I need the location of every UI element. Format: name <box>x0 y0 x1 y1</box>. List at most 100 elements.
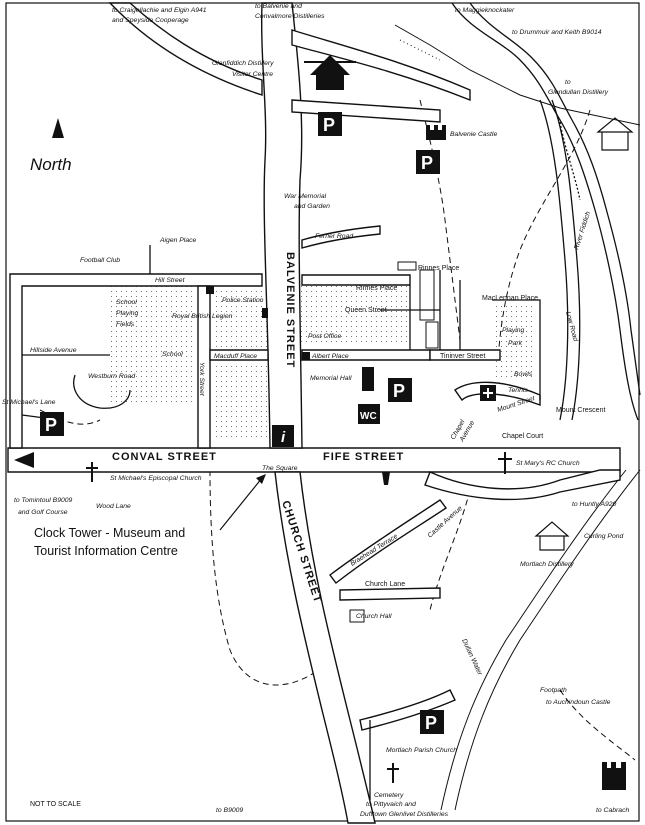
label-low-road: Low Road <box>564 311 579 343</box>
label-visitor-centre: Visitor Centre <box>232 71 273 78</box>
svg-text:P: P <box>393 381 405 401</box>
label-royal-british-legion: Royal British Legion <box>172 313 233 320</box>
distillery-pagoda-icon <box>534 521 570 551</box>
label-playing-park-2: Park <box>508 340 523 347</box>
label-tininver-street: Tininver Street <box>440 353 485 360</box>
wc-symbol: WC <box>358 404 380 424</box>
place-labels: to Craigellachie and Elgin A941 and Spey… <box>2 3 629 818</box>
label-tomintoul: to Tomintoul B9009 <box>14 497 73 504</box>
castle-icon <box>426 125 446 140</box>
label-footpath: Footpath <box>540 687 567 694</box>
monument-icon <box>382 472 390 485</box>
label-church-lane: Church Lane <box>365 581 405 588</box>
clock-tower-caption-line1: Clock Tower - Museum and <box>34 526 185 540</box>
label-st-marys: St Mary's RC Church <box>516 460 580 467</box>
label-glendullan: Glendullan Distillery <box>548 89 609 96</box>
river-fiddich <box>451 2 641 421</box>
label-craigellachie: to Craigellachie and Elgin A941 <box>112 7 207 14</box>
label-queen-street: Queen Street <box>345 307 387 314</box>
label-playing-park-1: Playing <box>502 327 525 334</box>
footpaths <box>39 99 636 761</box>
label-the-square: The Square <box>262 465 298 472</box>
label-balvenie-castle: Balvenie Castle <box>450 131 497 138</box>
label-huntly: to Huntly A920 <box>572 501 617 508</box>
north-label: North <box>30 155 72 174</box>
label-river-fiddich: River Fiddich <box>573 211 592 251</box>
parking-symbol-castle-road: P <box>318 112 342 136</box>
svg-text:P: P <box>323 115 335 135</box>
parking-symbol-castle: P <box>416 150 440 174</box>
label-mortlach-distillery: Mortlach Distillery <box>520 561 574 568</box>
label-tennis: Tennis <box>508 387 528 394</box>
label-bowls: Bowls <box>514 371 533 378</box>
label-st-michaels-lane: St Michael's Lane <box>2 399 56 406</box>
label-football-club: Football Club <box>80 257 120 264</box>
label-dullan-water: Dullan Water <box>460 638 483 677</box>
not-to-scale-label: NOT TO SCALE <box>30 801 81 808</box>
parking-symbol-memorial-hall: P <box>388 378 412 402</box>
label-ferrier-road: Ferrier Road <box>315 233 353 240</box>
label-school-playing-1: School <box>116 299 137 306</box>
label-convalmore: Convalmore Distilleries <box>255 13 325 20</box>
church-cross-icon <box>86 462 98 482</box>
svg-text:P: P <box>425 713 437 733</box>
label-albert-place: Albert Place <box>311 353 349 360</box>
hospital-cross-icon <box>480 385 496 401</box>
label-braehead-terrace: Braehead Terrace <box>349 533 399 568</box>
label-drummuir: to Drummuir and Keith B9014 <box>512 29 602 36</box>
label-and-garden: and Garden <box>294 203 330 210</box>
label-glendullan-to: to <box>565 79 571 86</box>
label-church-hall: Church Hall <box>356 613 392 620</box>
label-york-street: York Street <box>198 362 205 397</box>
label-dufftown-glenlivet: Dufftown Glenlivet Distilleries <box>360 811 449 818</box>
label-glenfiddich: Glenfiddich Distillery <box>212 60 274 67</box>
label-maclennan-place: MacLennan Place <box>482 295 538 302</box>
railway <box>394 24 641 811</box>
church-cross-icon <box>387 763 399 783</box>
castle-icon <box>602 762 626 790</box>
label-westburn-road: Westburn Road <box>88 373 135 380</box>
label-rinnes-place-2: Rinnes Place <box>356 285 397 292</box>
label-hillside-avenue: Hillside Avenue <box>30 347 77 354</box>
svg-text:i: i <box>281 429 286 446</box>
clock-tower-caption-line2: Tourist Information Centre <box>34 544 178 558</box>
label-speyside: and Speyside Cooperage <box>112 17 189 24</box>
label-police-station: Police Station <box>222 297 264 304</box>
pointer-arrow-icon <box>219 474 266 531</box>
label-mount-crescent: Mount Crescent <box>556 407 605 414</box>
label-post-office: Post Office <box>308 333 341 340</box>
north-arrow-icon <box>52 118 64 138</box>
label-memorial-hall: Memorial Hall <box>310 375 352 382</box>
parking-symbol-st-michaels: P <box>40 412 64 436</box>
buildings <box>206 261 439 623</box>
label-st-michaels-church: St Michael's Episcopal Church <box>110 475 202 482</box>
label-hill-street: Hill Street <box>155 277 186 284</box>
label-school-playing-2: Playing <box>116 310 139 317</box>
conval-street-label: CONVAL STREET <box>112 451 217 463</box>
svg-text:P: P <box>421 153 433 173</box>
label-rinnes-place-1: Rinnes Place <box>418 265 459 272</box>
label-macduff-place: Macduff Place <box>214 353 257 360</box>
label-school: School <box>162 351 183 358</box>
label-auchindoun: to Auchindoun Castle <box>546 699 611 706</box>
label-curling-pond: Curling Pond <box>584 533 624 540</box>
distillery-pagoda-icon <box>596 117 634 151</box>
label-mortlach-parish: Mortlach Parish Church <box>386 747 457 754</box>
svg-text:WC: WC <box>360 411 377 422</box>
balvenie-street-label: BALVENIE STREET <box>284 252 296 368</box>
label-b9009: to B9009 <box>216 807 243 814</box>
distillery-pagoda-icon <box>304 55 356 90</box>
parking-symbol-mortlach: P <box>420 710 444 734</box>
label-chapel-court: Chapel Court <box>502 433 543 440</box>
label-wood-lane: Wood Lane <box>96 503 131 510</box>
label-cemetery: Cemetery <box>374 792 404 799</box>
low-road <box>539 99 581 421</box>
label-balvenie-conval: to Balvenie and <box>255 3 302 10</box>
arrow-west-icon <box>14 452 34 468</box>
label-pittyvaich: to Pittyvaich and <box>366 801 416 808</box>
info-symbol: i <box>272 425 294 447</box>
map-frame <box>5 2 640 822</box>
label-school-playing-3: Fields <box>116 321 135 328</box>
fife-street-label: FIFE STREET <box>323 451 404 463</box>
